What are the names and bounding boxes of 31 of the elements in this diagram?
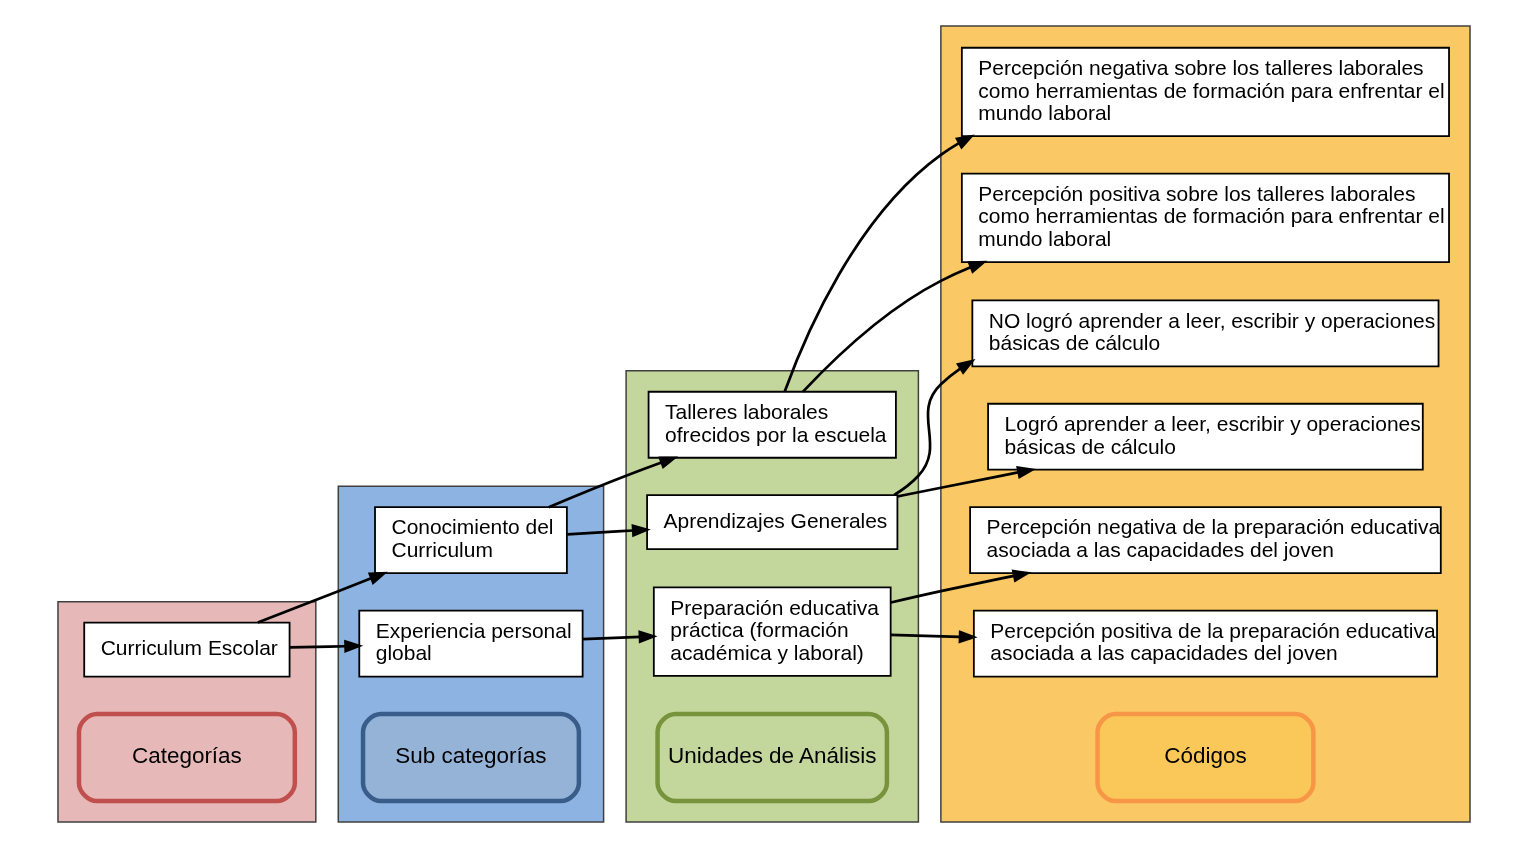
arrow	[567, 523, 651, 538]
arrow	[890, 569, 1032, 604]
node-box: Unidades de Análisis	[655, 711, 890, 804]
node-box: Percepción positiva de la preparación educativa asociada a las capacidades del joven	[972, 609, 1438, 678]
cluster	[940, 25, 1471, 823]
node-box: Categorías	[76, 711, 298, 804]
cluster	[57, 600, 317, 823]
node-box: Aprendizajes Generales	[646, 494, 899, 551]
node-box: Percepción negativa de la preparación educativa asociada a las capacidades del joven	[969, 506, 1442, 575]
node-box: Talleres laborales ofrecidos por la escuela	[647, 390, 897, 459]
arrow	[582, 630, 658, 644]
node-box: Percepción positiva sobre los talleres laborales como herramientas de formación para enfrentar el mundo laboral	[960, 172, 1450, 263]
arrow	[257, 571, 388, 624]
arrow	[783, 134, 975, 392]
arrow	[548, 456, 679, 509]
node-box: NO logró aprender a leer, escribir y operaciones básicas de cálculo	[971, 299, 1440, 368]
node-box: Logró aprender a leer, escribir y operaciones básicas de cálculo	[987, 402, 1424, 471]
cluster	[337, 485, 605, 823]
node-box: Percepción negativa sobre los talleres laborales como herramientas de formación para enfrentar el mundo laboral	[960, 46, 1450, 138]
cluster	[625, 370, 920, 823]
arrow	[802, 260, 988, 393]
node-box: Códigos	[1095, 711, 1316, 804]
node-box: Preparación educativa práctica (formación académica y laboral)	[652, 586, 892, 677]
node-box: Curriculum Escolar	[83, 621, 291, 678]
node-box: Conocimiento del Curriculum	[374, 506, 568, 575]
arrow	[289, 639, 364, 653]
node-box: Experiencia personal global	[358, 609, 584, 678]
arrow	[897, 466, 1036, 498]
node-box: Sub categorías	[360, 711, 582, 804]
arrow	[890, 630, 978, 644]
arrow	[893, 359, 976, 496]
